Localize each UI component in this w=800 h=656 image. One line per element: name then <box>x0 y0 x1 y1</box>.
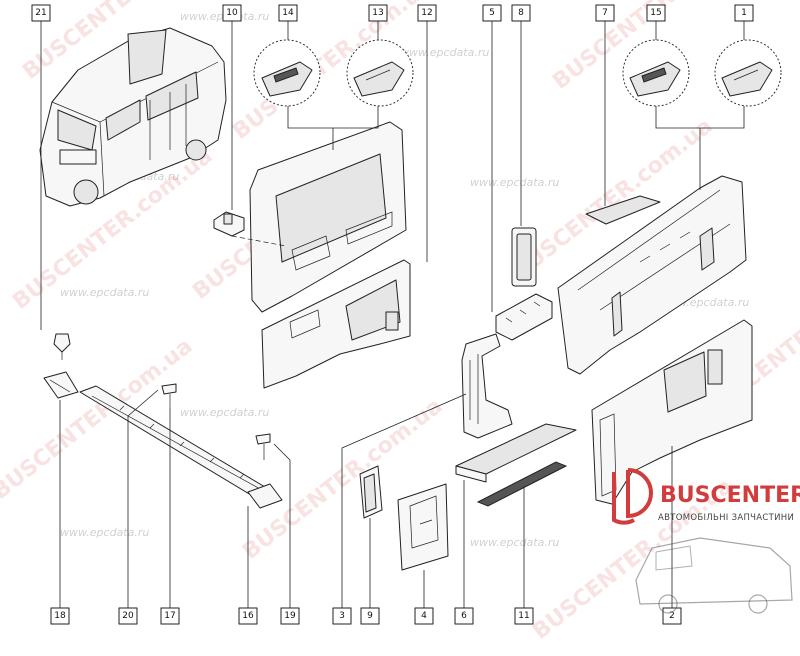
part-3-pillar <box>461 333 513 439</box>
svg-text:19: 19 <box>284 611 296 621</box>
part-10-clip <box>213 211 245 237</box>
watermark-url: www.epcdata.ru <box>60 286 149 299</box>
callout-7: 7 <box>595 4 615 22</box>
svg-text:20: 20 <box>122 611 134 621</box>
svg-text:5: 5 <box>489 8 495 18</box>
part-17-screw <box>161 383 177 408</box>
svg-text:3: 3 <box>339 611 345 621</box>
detail-circle-1 <box>714 39 782 107</box>
callout-row-bottom: 18 20 17 16 19 3 9 4 6 11 2 <box>50 607 682 625</box>
svg-text:11: 11 <box>518 611 529 621</box>
callout-row-top: 21 10 14 13 12 5 8 7 15 1 <box>31 4 754 22</box>
callout-9: 9 <box>360 607 380 625</box>
van-overview-illustration <box>39 27 227 207</box>
part-11-sill-strip <box>476 461 568 507</box>
part-16-end-cap <box>247 483 283 509</box>
watermark-url: www.epcdata.ru <box>470 536 559 549</box>
callout-12: 12 <box>417 4 437 22</box>
svg-text:10: 10 <box>226 8 238 18</box>
part-5-bracket <box>495 293 553 341</box>
part-8-frame <box>511 227 537 287</box>
callout-15: 15 <box>646 4 666 22</box>
logo-name: BUSCENTER <box>660 483 800 508</box>
watermark-url: www.epcdata.ru <box>400 46 489 59</box>
callout-11: 11 <box>514 607 534 625</box>
callout-14: 14 <box>278 4 298 22</box>
callout-1: 1 <box>734 4 754 22</box>
detail-circle-13 <box>346 39 414 107</box>
callout-10: 10 <box>222 4 242 22</box>
callout-2: 2 <box>662 607 682 625</box>
svg-text:18: 18 <box>54 611 66 621</box>
svg-text:12: 12 <box>421 8 432 18</box>
callout-17: 17 <box>160 607 180 625</box>
leader-lines <box>40 21 745 608</box>
part-19-screw <box>255 433 271 460</box>
svg-text:9: 9 <box>367 611 373 621</box>
part-20-rail <box>79 385 271 499</box>
watermark-url: www.epcdata.ru <box>60 526 149 539</box>
callout-8: 8 <box>511 4 531 22</box>
callout-19: 19 <box>280 607 300 625</box>
svg-text:6: 6 <box>461 611 467 621</box>
svg-text:13: 13 <box>372 8 383 18</box>
part-12-side-panel <box>231 121 407 313</box>
part-1-side-frame <box>557 175 747 375</box>
watermark-url: www.epcdata.ru <box>180 406 269 419</box>
svg-text:15: 15 <box>650 8 661 18</box>
svg-text:21: 21 <box>35 8 46 18</box>
part-7-strip <box>585 195 661 225</box>
callout-20: 20 <box>118 607 138 625</box>
part-4-door-panel <box>397 483 449 571</box>
part-21-pin <box>53 333 71 360</box>
svg-text:7: 7 <box>602 8 608 18</box>
svg-text:17: 17 <box>164 611 175 621</box>
detail-circle-15 <box>622 39 690 107</box>
callout-13: 13 <box>368 4 388 22</box>
detail-circle-14 <box>253 39 321 107</box>
logo-subtitle: АВТОМОБІЛЬНІ ЗАПЧАСТИНИ <box>658 513 794 523</box>
part-9-block <box>359 465 383 519</box>
part-18-clip <box>43 371 79 399</box>
callout-3: 3 <box>332 607 352 625</box>
svg-text:1: 1 <box>741 8 747 18</box>
part-12-lower-panel <box>261 259 411 389</box>
svg-text:16: 16 <box>242 611 254 621</box>
svg-text:14: 14 <box>282 8 294 18</box>
svg-text:8: 8 <box>518 8 524 18</box>
watermark-brand: BUSCENTER.com.ua <box>0 334 197 505</box>
callout-6: 6 <box>454 607 474 625</box>
buscenter-logo: BUSCENTER АВТОМОБІЛЬНІ ЗАПЧАСТИНИ <box>612 468 800 614</box>
callout-16: 16 <box>238 607 258 625</box>
callout-4: 4 <box>414 607 434 625</box>
part-6-step-plate <box>455 423 577 483</box>
svg-text:2: 2 <box>669 611 675 621</box>
callout-5: 5 <box>482 4 502 22</box>
callout-21: 21 <box>31 4 51 22</box>
svg-text:4: 4 <box>421 611 427 621</box>
callout-18: 18 <box>50 607 70 625</box>
watermark-url: www.epcdata.ru <box>470 176 559 189</box>
